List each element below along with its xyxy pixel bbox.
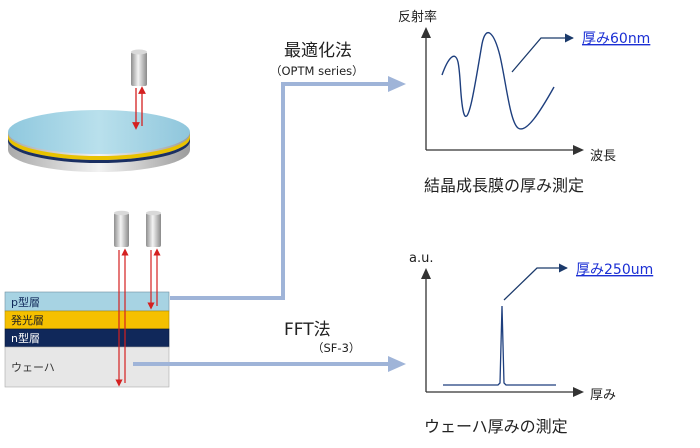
top-chart-ylabel: 反射率 xyxy=(398,9,437,25)
disc-top xyxy=(8,110,190,154)
layer-wafer xyxy=(4,346,170,388)
top-result-label: 厚み60nm xyxy=(582,31,650,47)
top-chart-xlabel: 波長 xyxy=(590,149,616,164)
bottom-result-label: 厚み250um xyxy=(576,262,653,278)
disc-wafer-illustration xyxy=(8,49,190,172)
bottom-chart-xlabel: 厚み xyxy=(590,388,616,403)
method-bottom-title: FFT法 xyxy=(284,320,331,340)
method-top-title: 最適化法 xyxy=(284,41,352,61)
disc-layer-yellow xyxy=(8,134,190,160)
layer-p-label: p型層 xyxy=(11,295,40,309)
bottom-chart-ylabel: a.u. xyxy=(409,251,433,266)
top-result-leader xyxy=(511,33,574,73)
flow-arrows xyxy=(133,76,406,372)
probe-top xyxy=(131,52,147,86)
layer-emit-label: 発光層 xyxy=(11,313,44,327)
fft-peak-curve xyxy=(443,305,556,386)
layer-probes xyxy=(114,210,161,387)
bottom-chart-caption: ウェーハ厚みの測定 xyxy=(424,417,568,436)
top-chart-caption: 結晶成長膜の厚み測定 xyxy=(424,176,584,195)
reflectance-curve xyxy=(441,31,555,130)
layer-n-label: n型層 xyxy=(11,331,40,345)
arrow-to-top-chart xyxy=(170,82,392,300)
top-chart: 反射率 波長 厚み60nm 結晶成長膜の厚み測定 xyxy=(398,9,650,195)
method-bottom-subtitle: （SF-3） xyxy=(312,341,360,355)
method-top-subtitle: （OPTM series） xyxy=(270,64,364,78)
layer-stack: p型層 発光層 n型層 ウェーハ xyxy=(4,291,170,388)
probe-right xyxy=(146,213,161,247)
bottom-result-leader xyxy=(503,263,568,301)
probe-left xyxy=(114,213,129,247)
layer-wafer-label: ウェーハ xyxy=(11,361,55,374)
bottom-chart: a.u. 厚み 厚み250um ウェーハ厚みの測定 xyxy=(409,251,653,436)
